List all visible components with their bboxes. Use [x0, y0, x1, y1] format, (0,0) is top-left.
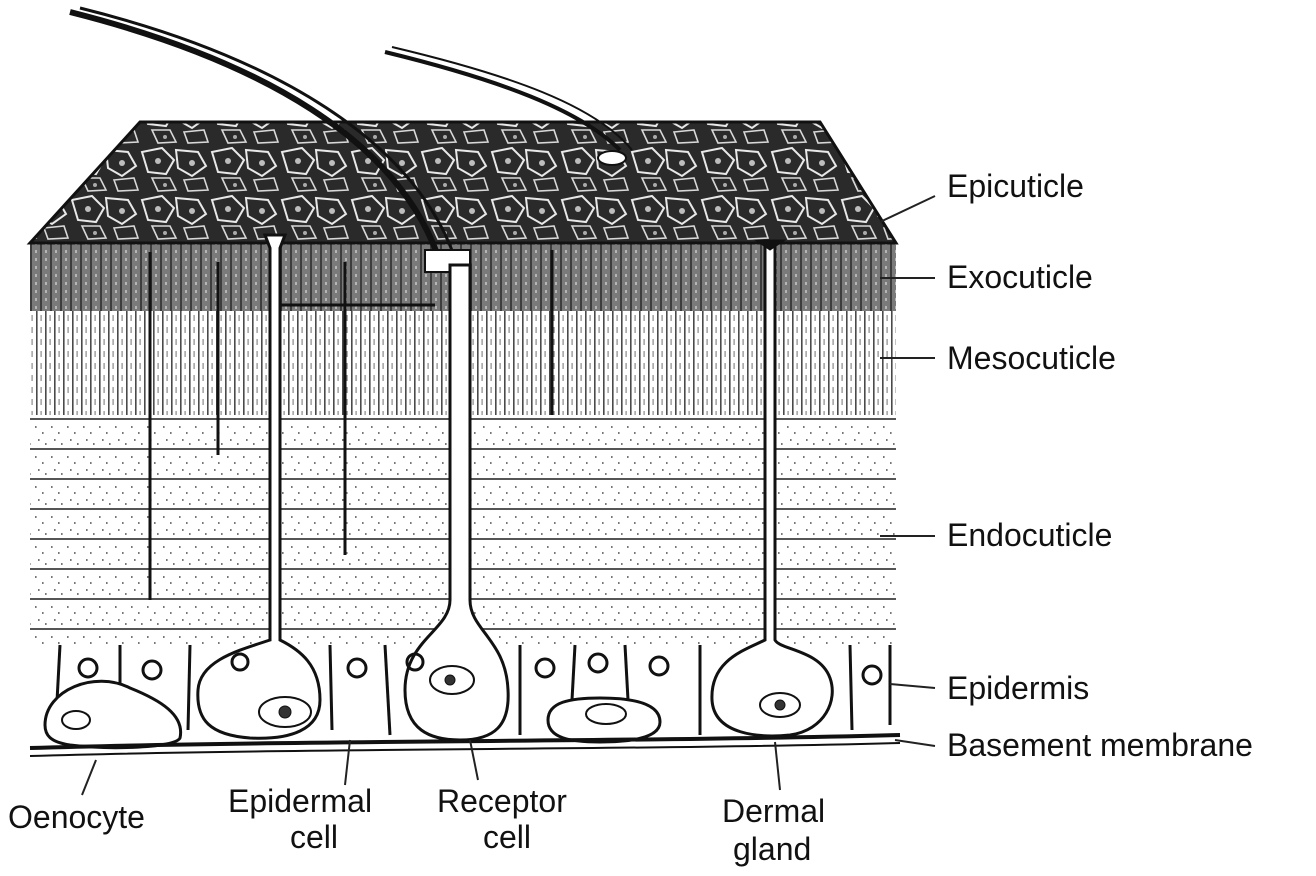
label-endocuticle: Endocuticle: [947, 517, 1112, 553]
epicuticle-layer: [30, 122, 896, 243]
label-receptor-cell-line2: cell: [483, 819, 531, 855]
label-basement-membrane: Basement membrane: [947, 727, 1253, 763]
label-oenocyte: Oenocyte: [8, 799, 145, 835]
label-epicuticle: Epicuticle: [947, 168, 1084, 204]
label-mesocuticle: Mesocuticle: [947, 340, 1116, 376]
label-epidermal-cell-line2: cell: [290, 819, 338, 855]
label-exocuticle: Exocuticle: [947, 259, 1093, 295]
label-epidermis: Epidermis: [947, 670, 1089, 706]
label-epidermal-cell-line1: Epidermal: [228, 783, 372, 819]
cell-labels: Oenocyte Epidermal cell Receptor cell De…: [8, 783, 825, 867]
layer-labels: Epicuticle Exocuticle Mesocuticle Endocu…: [947, 168, 1253, 763]
label-dermal-gland-line1: Dermal: [722, 793, 825, 829]
oenocyte-cell: [45, 681, 181, 747]
epidermal-cell-mid: [548, 698, 660, 742]
label-dermal-gland-line2: gland: [733, 831, 811, 867]
label-receptor-cell-line1: Receptor: [437, 783, 567, 819]
